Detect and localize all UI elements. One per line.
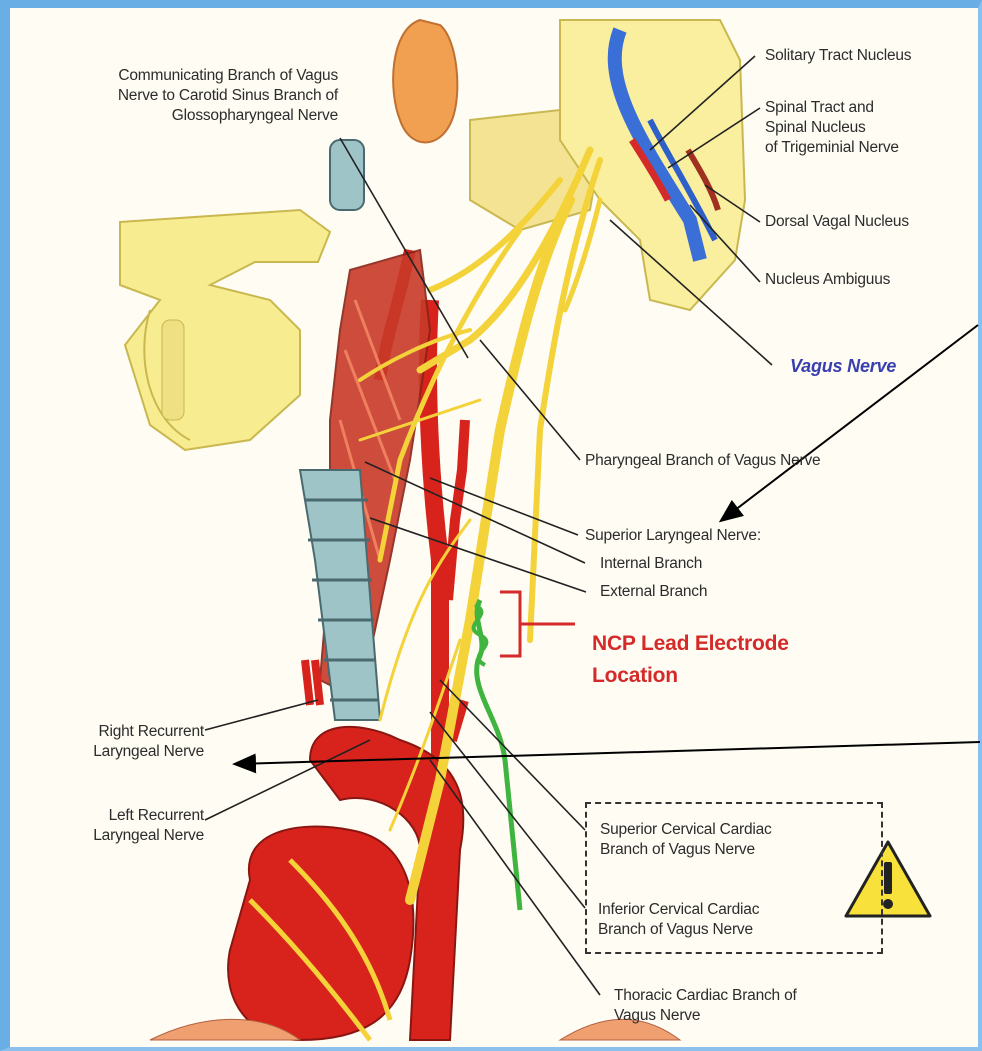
label-right-recurrent: Right Recurrent Laryngeal Nerve — [0, 722, 204, 762]
label-ncp-lead-electrode: NCP Lead Electrode Location — [592, 628, 789, 692]
label-inferior-cervical-cardiac: Inferior Cervical Cardiac Branch of Vagu… — [598, 900, 759, 940]
ncp-bracket — [500, 592, 575, 656]
label-solitary-tract-nucleus: Solitary Tract Nucleus — [765, 46, 911, 66]
label-thoracic-cardiac-branch: Thoracic Cardiac Branch of Vagus Nerve — [614, 986, 797, 1026]
label-pharyngeal-branch: Pharyngeal Branch of Vagus Nerve — [585, 451, 820, 471]
label-internal-branch: Internal Branch — [600, 554, 702, 574]
label-nucleus-ambiguus: Nucleus Ambiguus — [765, 270, 890, 290]
ear — [393, 20, 457, 143]
label-left-recurrent: Left Recurrent Laryngeal Nerve — [0, 806, 204, 846]
label-spinal-tract: Spinal Tract and Spinal Nucleus of Trige… — [765, 98, 899, 158]
label-communicating-branch: Communicating Branch of Vagus Nerve to C… — [0, 66, 338, 126]
label-dorsal-vagal-nucleus: Dorsal Vagal Nucleus — [765, 212, 909, 232]
label-vagus-nerve: Vagus Nerve — [790, 356, 896, 376]
label-superior-cervical-cardiac: Superior Cervical Cardiac Branch of Vagu… — [600, 820, 772, 860]
label-superior-laryngeal: Superior Laryngeal Nerve: — [585, 526, 761, 546]
jaw-bone — [120, 210, 330, 450]
label-external-branch: External Branch — [600, 582, 707, 602]
